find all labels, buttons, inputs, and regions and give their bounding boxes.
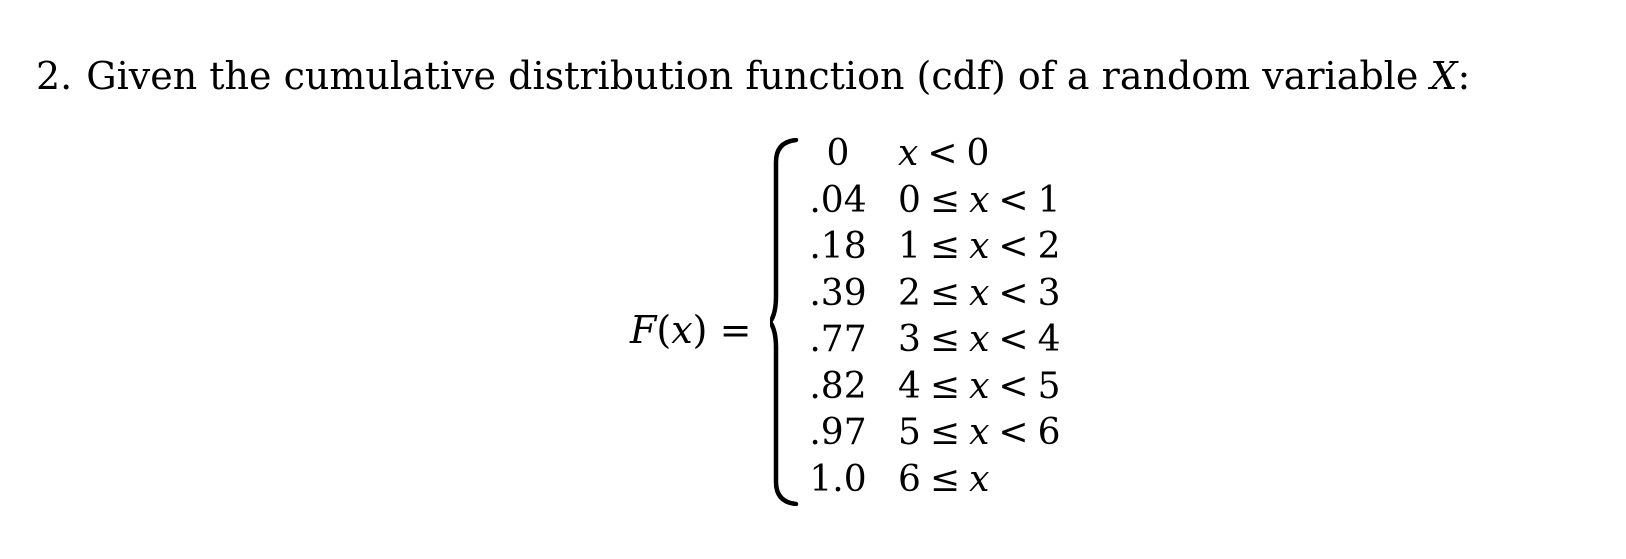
cdf-case-upper-relation: < [998,412,1029,453]
cdf-case-lower-relation: ≤ [929,365,961,407]
problem-variable: X [1430,54,1458,98]
cdf-case-upper-bound: 2 [1037,226,1061,267]
cdf-case-lower-relation: ≤ [929,319,961,360]
cdf-case-value: .82 [809,365,867,407]
cdf-case-condition: 3≤x<4 [898,316,1069,364]
cdf-case-lower-bound: 6 [898,458,921,500]
cdf-case-variable: x [969,272,990,314]
cdf-case-variable: x [898,133,919,174]
cdf-case-condition: 2≤x<3 [898,270,1069,318]
cdf-case-condition: 1≤x<2 [898,223,1069,271]
cdf-case-value: 0 [826,133,850,174]
cdf-case-lower-relation: ≤ [929,179,961,221]
cdf-case-value: .39 [809,272,867,314]
cdf-case-upper-relation: < [998,226,1029,267]
cdf-case-lower-relation: ≤ [929,412,961,453]
cdf-case-upper-bound: 0 [966,133,990,174]
cdf-argument: x [671,308,693,352]
cdf-case-lower-bound: 2 [898,272,921,314]
cdf-case-upper-bound: 4 [1037,319,1061,360]
cdf-case-condition: 5≤x<6 [898,409,1069,457]
cdf-case-value: .97 [809,412,867,453]
cdf-case-lower-relation: ≤ [929,272,961,314]
cdf-case-condition: 0≤x<1 [898,177,1069,225]
cdf-case-lower-bound: 0 [898,179,921,221]
cdf-case-lower-bound: 5 [898,412,921,453]
cdf-equals-sign: = [719,308,752,352]
cdf-case-upper-relation: < [998,365,1029,407]
cdf-case-upper-bound: 1 [1037,179,1061,221]
cdf-case-upper-relation: < [998,272,1029,314]
cdf-case-upper-relation: < [998,179,1029,221]
cdf-open-paren: ( [656,308,672,352]
cdf-case-variable: x [969,319,990,360]
cdf-case-variable: x [969,179,990,221]
cdf-case-condition: 4≤x<5 [898,363,1069,411]
cdf-case-lower-relation: ≤ [929,226,961,267]
cdf-close-paren: ) [692,308,708,352]
cdf-case-upper-bound: 3 [1037,272,1061,314]
cdf-case-variable: x [969,458,990,500]
cdf-case-upper-relation: < [998,319,1029,360]
cdf-case-value: .04 [809,179,867,221]
cdf-case-variable: x [969,412,990,453]
cdf-case-upper-bound: 5 [1037,365,1061,407]
cdf-case-value: 1.0 [809,458,867,500]
problem-statement: 2. Given the cumulative distribution func… [36,52,1470,100]
cdf-case-variable: x [969,226,990,267]
cdf-lhs: F(x) = [630,306,751,354]
problem-punct: : [1457,54,1471,98]
cdf-case-variable: x [969,365,990,407]
cdf-case-lower-bound: 4 [898,365,921,407]
cdf-case-lower-relation: ≤ [929,458,961,500]
cdf-case-upper-bound: 6 [1037,412,1061,453]
cdf-case-condition: 6≤x [898,456,998,504]
cdf-case-lower-bound: 1 [898,226,921,267]
cdf-case-condition: x<0 [898,130,998,178]
cdf-function-name: F [630,308,657,352]
cdf-case-lower-bound: 3 [898,319,921,360]
problem-text: Given the cumulative distribution functi… [86,54,1419,98]
cdf-case-value: .18 [809,226,867,267]
problem-number: 2. [36,54,73,98]
cdf-case-value: .77 [809,319,867,360]
left-brace-icon [770,138,799,506]
cdf-case-upper-relation: < [927,133,958,174]
